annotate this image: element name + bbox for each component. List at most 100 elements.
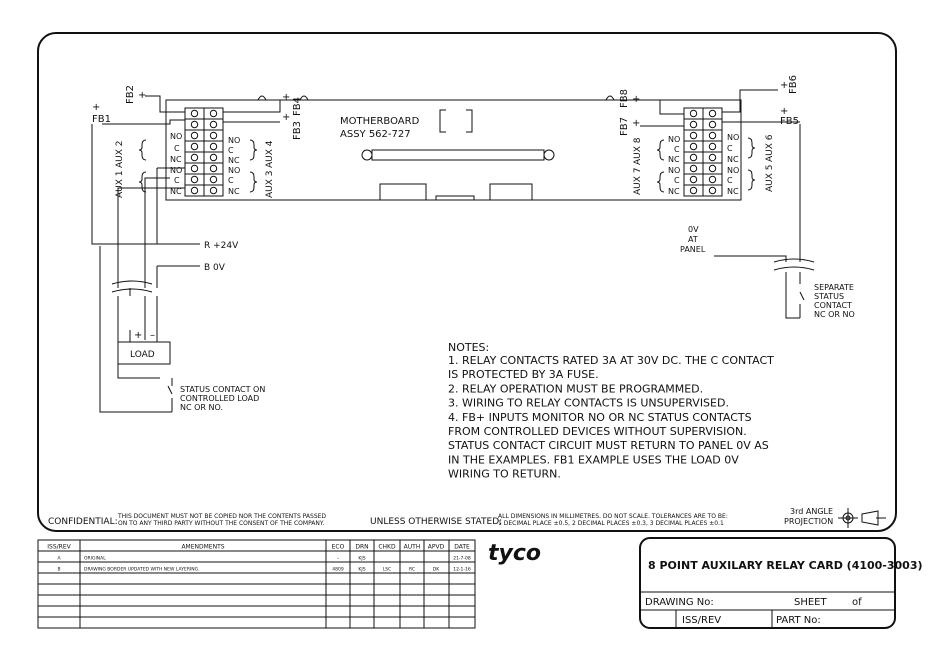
terminal-label: C bbox=[727, 176, 733, 185]
terminal-screw bbox=[209, 142, 218, 151]
terminal-label: C bbox=[674, 145, 680, 154]
note-line: IN THE EXAMPLES. FB1 EXAMPLE USES THE LO… bbox=[448, 453, 739, 466]
terminal-label: C bbox=[674, 176, 680, 185]
wire bbox=[714, 255, 800, 319]
terminal-screw bbox=[708, 153, 717, 162]
wire bbox=[117, 187, 185, 379]
brace bbox=[747, 169, 756, 191]
terminal-screw bbox=[689, 142, 698, 151]
rev-cell: DRAWING BORDER UPDATED WITH NEW LAYERING… bbox=[84, 567, 200, 573]
rev-cell: 21-7-08 bbox=[453, 556, 471, 562]
aux2-label: AUX 2 bbox=[115, 141, 125, 169]
terminal-label: NC bbox=[727, 155, 739, 164]
projection-text: PROJECTION bbox=[784, 517, 833, 526]
terminal-label: NO bbox=[727, 166, 739, 175]
terminal-screw bbox=[190, 131, 199, 140]
load-box bbox=[117, 341, 171, 365]
b-0v-label: B 0V bbox=[204, 263, 226, 273]
rev-header: ISS/REV bbox=[47, 544, 71, 551]
slot-hole-left bbox=[361, 149, 373, 161]
footer-strip: CONFIDENTIAL: THIS DOCUMENT MUST NOT BE … bbox=[48, 507, 886, 528]
note-line: WIRING TO RETURN. bbox=[448, 468, 561, 481]
tyco-logo: tyco bbox=[488, 541, 541, 566]
r-24v-label: R +24V bbox=[204, 241, 239, 251]
note-line: STATUS CONTACT CIRCUIT MUST RETURN TO PA… bbox=[448, 439, 769, 452]
terminal-screw bbox=[689, 109, 698, 118]
rev-cell: LSC bbox=[383, 567, 392, 573]
fb6-label: FB6 bbox=[788, 75, 799, 94]
wire-break bbox=[111, 280, 153, 293]
unless-label: UNLESS OTHERWISE STATED: bbox=[370, 517, 502, 527]
fb2-label: FB2 bbox=[125, 85, 136, 104]
rev-header: ECO bbox=[332, 544, 345, 551]
terminal-label: C bbox=[174, 176, 180, 185]
wire bbox=[640, 99, 684, 115]
rev-header: CHKD bbox=[378, 544, 396, 551]
wire bbox=[223, 99, 281, 113]
panel-0v-text: AT bbox=[688, 235, 698, 244]
drawing-frame bbox=[37, 32, 897, 532]
drawing-no-label: DRAWING No: bbox=[645, 597, 714, 608]
plus-sign: + bbox=[632, 94, 640, 105]
terminal-screw bbox=[190, 120, 199, 129]
separate-text: STATUS bbox=[814, 292, 844, 301]
left-terminal-block: NO C NC NO C NC NO C NC NO C NC AUX 2 AU… bbox=[92, 85, 303, 198]
terminal-screw bbox=[689, 131, 698, 140]
terminal-screw bbox=[689, 164, 698, 173]
terminal-screw bbox=[689, 153, 698, 162]
terminal-screw bbox=[708, 142, 717, 151]
terminal-label: NO bbox=[727, 133, 739, 142]
tolerance-text: ALL DIMENSIONS IN MILLIMETRES. DO NOT SC… bbox=[498, 513, 728, 520]
brace bbox=[138, 171, 147, 193]
aux3-label: AUX 3 bbox=[265, 171, 275, 199]
confidential-text: ON TO ANY THIRD PARTY WITHOUT THE CONSEN… bbox=[118, 520, 324, 527]
plus-sign: + bbox=[282, 112, 290, 123]
separate-text: SEPARATE bbox=[814, 283, 854, 292]
terminal-label: NC bbox=[727, 187, 739, 196]
status-contact-text: NC OR NO. bbox=[180, 403, 223, 412]
brace bbox=[249, 171, 258, 193]
aux4-label: AUX 4 bbox=[265, 140, 275, 168]
note-line: 4. FB+ INPUTS MONITOR NO OR NC STATUS CO… bbox=[448, 411, 752, 424]
fb8-label: FB8 bbox=[619, 89, 630, 108]
aux8-label: AUX 8 bbox=[633, 137, 643, 165]
fb4-label: FB4 bbox=[292, 97, 303, 116]
brace bbox=[656, 171, 665, 193]
brace bbox=[138, 139, 147, 161]
rev-cell: A bbox=[57, 556, 61, 562]
aux1-label: AUX 1 bbox=[115, 171, 125, 199]
terminal-label: NO bbox=[668, 166, 680, 175]
terminal-screw bbox=[190, 175, 199, 184]
terminal-label: NC bbox=[228, 187, 240, 196]
bottom-connector-2 bbox=[435, 195, 475, 201]
separate-text: NC OR NO bbox=[814, 310, 855, 319]
panel-0v-text: PANEL bbox=[680, 245, 706, 254]
terminal-screw bbox=[689, 120, 698, 129]
plus-sign: + bbox=[780, 80, 788, 91]
terminal-screw bbox=[209, 164, 218, 173]
plus-sign: + bbox=[92, 102, 100, 113]
part-no-label: PART No: bbox=[776, 615, 821, 626]
confidential-text: THIS DOCUMENT MUST NOT BE COPIED NOR THE… bbox=[117, 513, 326, 520]
note-line: 3. WIRING TO RELAY CONTACTS IS UNSUPERVI… bbox=[448, 397, 729, 410]
wire bbox=[102, 119, 185, 125]
terminal-screw bbox=[708, 175, 717, 184]
aux5-label: AUX 5 bbox=[765, 165, 775, 193]
wire bbox=[145, 95, 185, 113]
projection-text: 3rd ANGLE bbox=[790, 507, 833, 516]
terminal-screw bbox=[209, 153, 218, 162]
terminal-screw bbox=[190, 164, 199, 173]
wire bbox=[129, 330, 158, 342]
fb7-label: FB7 bbox=[619, 117, 630, 136]
plus-sign: + bbox=[632, 118, 640, 129]
rev-cell: RC bbox=[409, 567, 415, 573]
wire bbox=[91, 124, 145, 245]
brace bbox=[656, 139, 665, 161]
motherboard-label: MOTHERBOARD bbox=[340, 116, 420, 127]
rev-header: APVD bbox=[428, 544, 445, 551]
motherboard-assy: ASSY 562-727 bbox=[340, 129, 411, 140]
terminal-label: C bbox=[727, 144, 733, 153]
bottom-connector-3 bbox=[489, 183, 533, 201]
terminal-label: NO bbox=[668, 135, 680, 144]
wire bbox=[144, 177, 170, 244]
